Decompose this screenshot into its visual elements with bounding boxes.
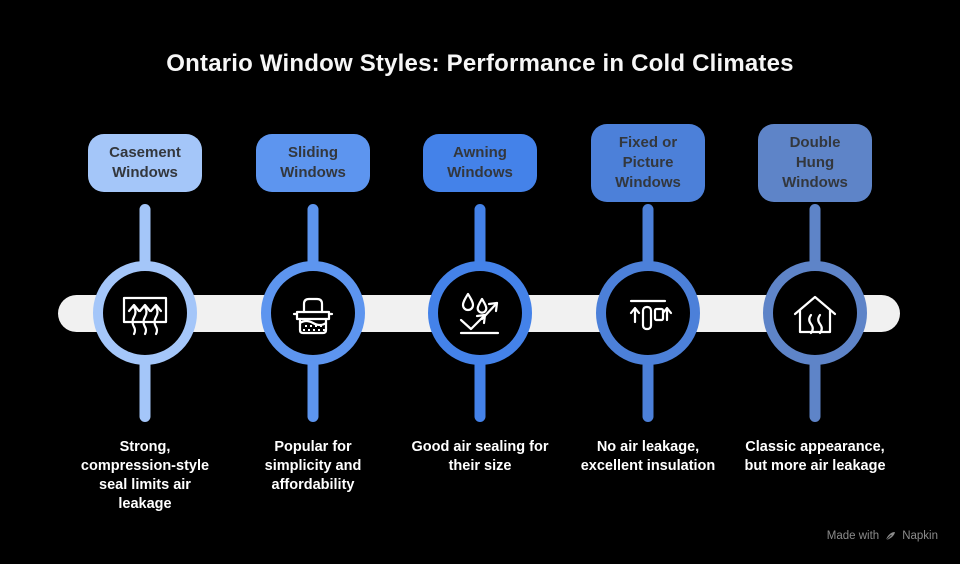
watermark-brand: Napkin xyxy=(902,529,938,542)
node-description: No air leakage, excellent insulation xyxy=(553,438,743,476)
connector-top xyxy=(139,204,151,266)
connector-bottom xyxy=(809,360,821,422)
page-title: Ontario Window Styles: Performance in Co… xyxy=(166,50,794,77)
node-sliding-windows: Sliding Windows Popular for simplicity a… xyxy=(228,0,398,564)
desc-line: Good air sealing for xyxy=(411,439,549,455)
desc-line: Strong, xyxy=(119,439,171,455)
label-line: Windows xyxy=(782,174,848,191)
node-label: Awning Windows xyxy=(423,134,537,192)
desc-line: Classic appearance, xyxy=(745,439,885,455)
connector-bottom xyxy=(307,360,319,422)
node-double-hung-windows: Double Hung Windows Classic appearance, … xyxy=(730,0,900,564)
label-line: Windows xyxy=(615,174,681,191)
connector-top xyxy=(809,204,821,266)
desc-line: leakage xyxy=(118,496,172,512)
watermark-prefix: Made with xyxy=(826,529,880,542)
node-label: Casement Windows xyxy=(88,134,202,192)
water-repel-icon xyxy=(459,292,500,335)
desc-line: their size xyxy=(448,458,512,474)
label-line: Windows xyxy=(280,164,346,181)
node-description: Classic appearance, but more air leakage xyxy=(720,438,910,476)
label-line: Windows xyxy=(447,164,513,181)
node-circle xyxy=(596,261,700,365)
desc-line: but more air leakage xyxy=(744,458,886,474)
desc-line: compression-style xyxy=(80,458,210,474)
label-line: Windows xyxy=(112,164,178,181)
sliding-mechanism-icon xyxy=(292,297,334,335)
desc-line: seal limits air xyxy=(99,477,191,493)
node-description: Good air sealing for their size xyxy=(385,438,575,476)
compression-seal-icon xyxy=(122,296,168,336)
label-line: Casement xyxy=(109,144,181,161)
connector-bottom xyxy=(139,360,151,422)
node-label: Sliding Windows xyxy=(256,134,370,192)
connector-top xyxy=(642,204,654,266)
label-line: Fixed or xyxy=(618,134,678,151)
desc-line: No air leakage, xyxy=(596,439,700,455)
insulation-gap-icon xyxy=(629,299,673,331)
connector-bottom xyxy=(642,360,654,422)
node-fixed-picture-windows: Fixed or Picture Windows No air leakage,… xyxy=(563,0,733,564)
napkin-pen-icon xyxy=(885,531,897,542)
label-line: Double xyxy=(789,134,841,151)
node-casement-windows: Casement Windows Strong, compression-sty… xyxy=(60,0,230,564)
made-with-napkin-badge[interactable]: Made with Napkin xyxy=(827,529,938,542)
node-description: Popular for simplicity and affordability xyxy=(218,438,408,495)
desc-line: excellent insulation xyxy=(580,458,716,474)
desc-line: Popular for xyxy=(274,439,352,455)
connector-top xyxy=(474,204,486,266)
connector-bottom xyxy=(474,360,486,422)
connector-top xyxy=(307,204,319,266)
label-line: Awning xyxy=(453,144,507,161)
label-line: Hung xyxy=(795,154,835,171)
desc-line: affordability xyxy=(271,477,355,493)
label-line: Sliding xyxy=(288,144,338,161)
node-label: Fixed or Picture Windows xyxy=(591,124,705,202)
node-description: Strong, compression-style seal limits ai… xyxy=(50,438,240,514)
desc-line: simplicity and xyxy=(264,458,362,474)
warm-house-icon xyxy=(793,295,837,335)
label-line: Picture xyxy=(622,154,674,171)
node-label: Double Hung Windows xyxy=(758,124,872,202)
node-awning-windows: Awning Windows Good air sealing for thei… xyxy=(395,0,565,564)
